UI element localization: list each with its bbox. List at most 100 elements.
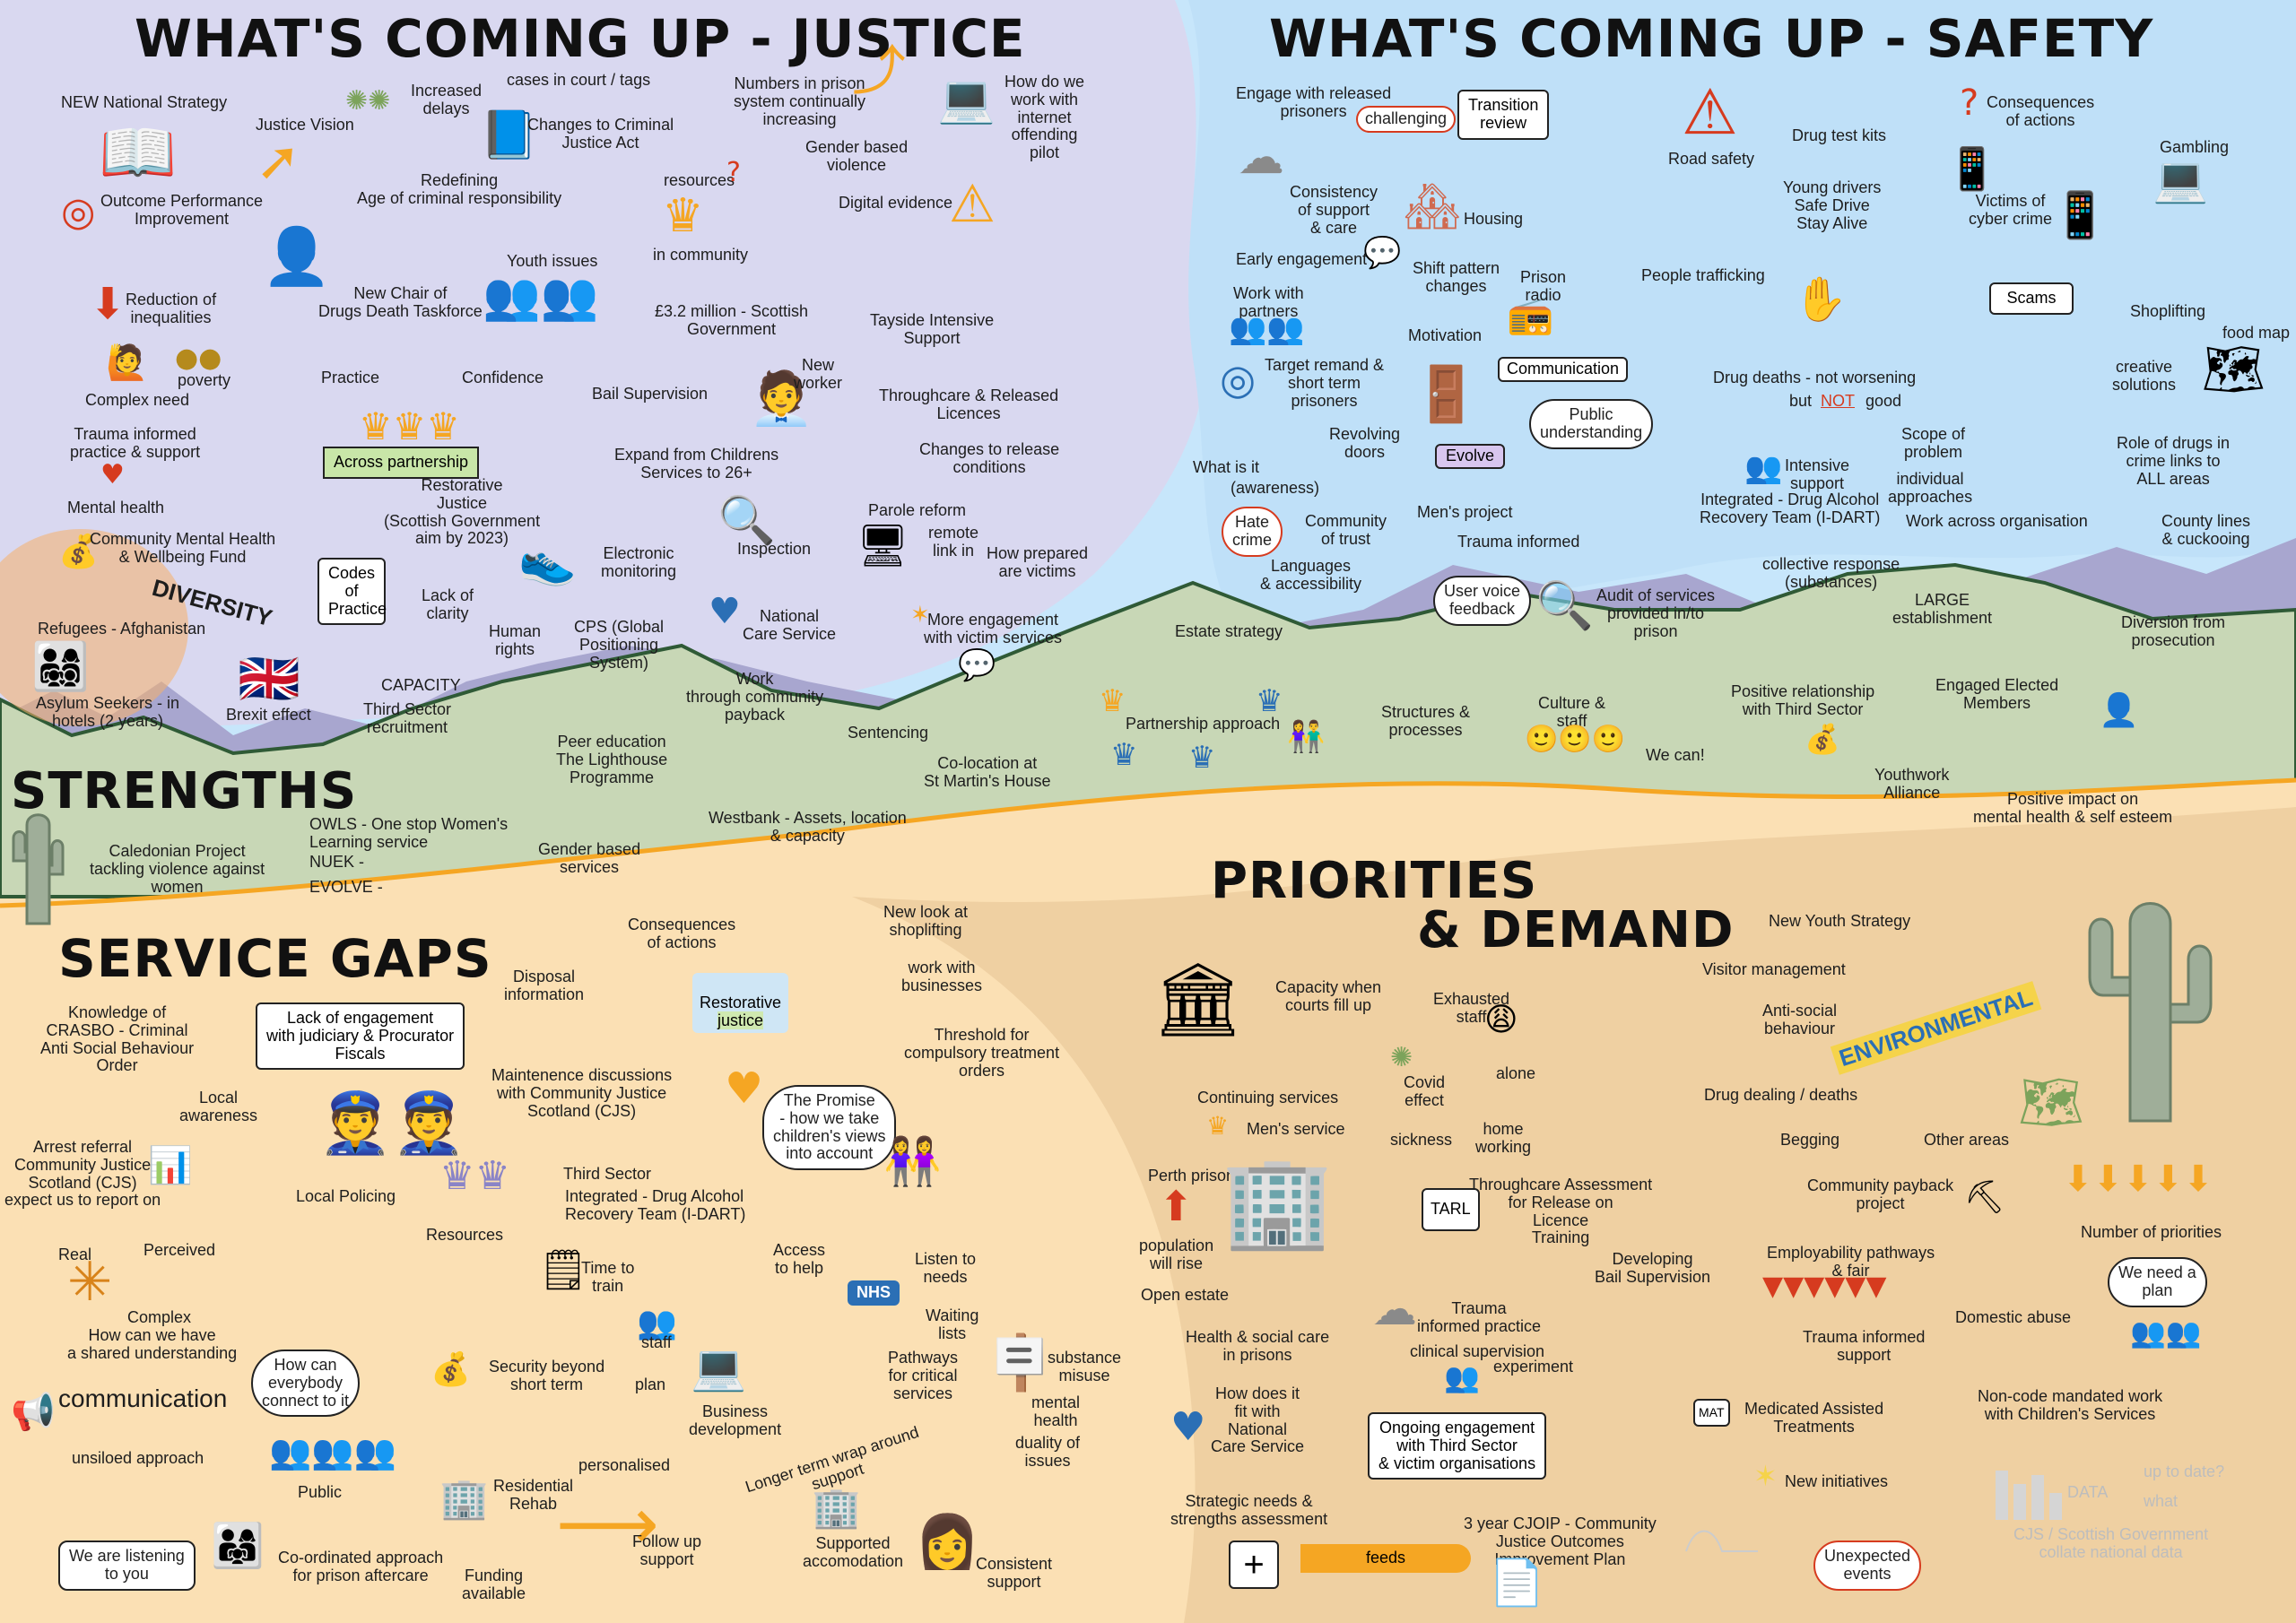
waiting-lists: Waiting lists [926, 1306, 979, 1342]
shoplifting: Shoplifting [2130, 302, 2206, 320]
drug-test-kits: Drug test kits [1792, 126, 1887, 144]
public: Public [298, 1483, 343, 1501]
national-care-service: National Care Service [743, 607, 837, 643]
domestic-abuse: Domestic abuse [1955, 1308, 2072, 1326]
bunting-icon: ▼▼▼▼▼▼ [1762, 1271, 1887, 1302]
houses-icon: 🏘 [1404, 180, 1461, 232]
booklet-icon: 📘 [480, 108, 538, 162]
phone-wifi-icon: 📱 [2052, 189, 2109, 241]
resources-gaps: Resources [426, 1226, 504, 1244]
trauma-informed-practice: Trauma informed practice & support [70, 425, 201, 461]
integrated-drug-alcohol: Integrated - Drug Alcohol Recovery Team … [1700, 490, 1881, 526]
money-bag-icon-3: 💰 [430, 1351, 471, 1388]
listen-to-needs: Listen to needs [915, 1250, 977, 1286]
community-mental-health-fund: Community Mental Health & Wellbeing Fund [90, 530, 276, 566]
exhausted-staff: Exhausted staff [1433, 990, 1510, 1026]
clinical-supervision: clinical supervision [1410, 1342, 1545, 1360]
heart-rainbow-icon: ♥ [725, 1063, 764, 1114]
bail-supervision: Bail Supervision [592, 385, 709, 403]
poverty: poverty [178, 371, 231, 389]
star-icon-2: ✶ [1753, 1459, 1778, 1493]
people-stack-icon: 👨‍👩‍👧 [211, 1521, 265, 1571]
nhs-logo: NHS [848, 1280, 900, 1306]
housing: Housing [1464, 210, 1524, 228]
person-portrait-icon: 👤 [262, 223, 332, 289]
scope-of-problem: Scope of problem [1901, 425, 1966, 461]
partnership-approach: Partnership approach [1126, 715, 1281, 733]
tarl-easel: TARL [1422, 1188, 1480, 1231]
how-does-it-fit: How does it fit with National Care Servi… [1211, 1384, 1305, 1456]
storm-cloud-icon: ☁ [1238, 131, 1284, 185]
real: Real [58, 1245, 92, 1263]
experiment: experiment [1493, 1358, 1574, 1376]
westbank: Westbank - Assets, location & capacity [709, 809, 907, 845]
crowns-icon: ♛ [1099, 683, 1126, 719]
asylum-seekers: Asylum Seekers - in hotels (2 years) [36, 694, 180, 730]
confidence: Confidence [462, 369, 544, 386]
creative-solutions: creative solutions [2112, 358, 2177, 394]
data-label: DATA [2067, 1483, 2109, 1501]
youthwork-alliance: Youthwork Alliance [1874, 766, 1950, 802]
youth-issues: Youth issues [507, 252, 598, 270]
tangle-network-icon: ✳ [67, 1251, 113, 1314]
reduction-of-inequalities: Reduction of inequalities [126, 291, 217, 326]
cjoip-plan: 3 year CJOIP - Community Justice Outcome… [1464, 1515, 1657, 1568]
crown-band-icon: ♛♛♛ [359, 404, 460, 448]
refugees-group-icon: 👨‍👩‍👧‍👦 [31, 640, 90, 694]
shovel-icon: ⛏ [1964, 1179, 2005, 1216]
maintenance-discussions: Maintenence discussions with Community J… [491, 1066, 673, 1120]
heart-hands-icon: ♥ [100, 459, 125, 490]
individual-approaches: individual approaches [1888, 470, 1973, 506]
magnifying-glass-icon: 🔍 [718, 494, 776, 548]
arrows-converging-icon: ⬇⬇⬇⬇⬇ [2063, 1159, 2213, 1200]
visitor-management: Visitor management [1702, 960, 1846, 978]
user-voice-bubble: User voice feedback [1433, 576, 1532, 626]
outcome-performance: Outcome Performance Improvement [100, 192, 264, 228]
covid-effect: Covid effect [1404, 1073, 1446, 1109]
but: but [1789, 392, 1813, 410]
target-remand: Target remand & short term prisoners [1265, 356, 1385, 410]
medicated-assisted: Medicated Assisted Treatments [1744, 1400, 1884, 1436]
map-icon: 🗺 [2202, 341, 2266, 399]
restorative-justice-label: Restorative justice [692, 973, 789, 1034]
sickness: sickness [1390, 1131, 1453, 1149]
gender-based-violence: Gender based violence [805, 138, 909, 174]
heart-handshake-icon: ♥ [709, 591, 741, 632]
money-bag-icon-2: 💰 [1805, 722, 1840, 756]
unsiloed-approach: unsiloed approach [72, 1449, 204, 1467]
security-beyond-short-term: Security beyond short term [489, 1358, 605, 1393]
justice-vision: Justice Vision [256, 116, 354, 134]
heading-demand: & DEMAND [1417, 901, 1735, 959]
laptop-phone-icon: 💻 [937, 73, 996, 126]
co-location: Co-location at St Martin's House [924, 754, 1051, 790]
time-to-train: Time to train [581, 1259, 635, 1295]
sentencing: Sentencing [848, 724, 929, 742]
human-rights: Human rights [489, 622, 542, 658]
warning-triangle-icon: ⚠ [1682, 75, 1738, 149]
camera-warning-icon: ⚠ [949, 173, 996, 234]
inspection: Inspection [737, 540, 812, 558]
person-support-icon: 🙋 [106, 343, 149, 382]
languages-accessibility: Languages & accessibility [1260, 557, 1362, 593]
perth-prison: Perth prison [1148, 1167, 1236, 1185]
young-people-group-icon: 👥👥 [483, 270, 599, 324]
speech-bubbles-icon: 💬 [958, 647, 996, 683]
megaphone-icon: 📢 [11, 1392, 56, 1433]
crowns-icon-2: ♛ [1256, 683, 1283, 719]
changes-to-release: Changes to release conditions [919, 440, 1060, 476]
people-pair-icon: 👥 [1744, 450, 1783, 486]
pathways-critical: Pathways for critical services [888, 1349, 959, 1402]
magnifying-glass-icon-2: 🔍 [1535, 579, 1594, 633]
substance-misuse: substance misuse [1048, 1349, 1122, 1384]
supported-accommodation: Supported accomodation [803, 1534, 904, 1570]
funding-available: Funding available [462, 1567, 526, 1602]
victims-of-cyber-crime: Victims of cyber crime [1969, 192, 2053, 228]
crowns-icon-3: ♛ [1110, 737, 1138, 773]
storm-cloud-icon-2: ☁ [1372, 1283, 1417, 1335]
population-will-rise: population will rise [1139, 1237, 1214, 1272]
increased-delays: Increased delays [411, 82, 483, 117]
revolving-doors: Revolving doors [1329, 425, 1401, 461]
in-community: in community [653, 246, 749, 264]
staff-gaps: staff [641, 1333, 672, 1351]
